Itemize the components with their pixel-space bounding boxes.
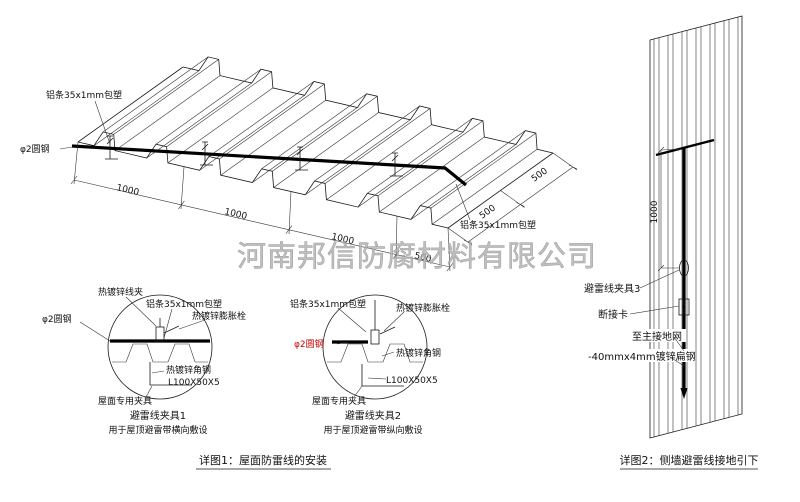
dim-wall-1000: 1000 [650, 200, 660, 223]
detail1-clamp [149, 318, 192, 386]
wall-label-clamp3: 避雷线夹具3 [584, 282, 640, 295]
detail2-circle [322, 294, 428, 400]
wall-disconnect-card [678, 298, 690, 316]
dim-1000-b: 1000 [223, 207, 248, 222]
wall-outline [649, 15, 743, 439]
wall-corrugation-lines [653, 17, 739, 437]
detail1-label-expansion-bolt: 热镀锌膨胀栓 [192, 310, 246, 322]
detail-circle-1: 热镀锌线夹 铝条35x1mm包塑 热镀锌膨胀栓 φ2圆钢 热镀锌角钢 L100X… [42, 286, 246, 436]
wall-panel-view: 1000 避雷线夹具3 断接卡 至主接地网 -40mmx4mm镀锌扁钢 [584, 15, 743, 439]
wall-wire-clamp [679, 259, 689, 277]
label-mask-2 [586, 349, 694, 362]
detail2-label-roof-clamp: 屋面专用夹具 [312, 395, 366, 407]
detail1-label-al-strip: 铝条35x1mm包塑 [146, 298, 222, 310]
detail2-label-angle-spec: L100X50X5 [386, 376, 438, 386]
dim-1000-a: 1000 [115, 183, 140, 198]
detail2-leaders [336, 307, 405, 398]
ground-arrow [680, 388, 688, 399]
dim-1000-c: 1000 [330, 232, 355, 247]
wire-clamps [105, 135, 403, 177]
detail2-label-angle-steel: 热镀锌角钢 [396, 347, 441, 359]
label-al-strip-right: 铝条35x1mm包塑 [460, 219, 536, 231]
detail1-label-clamp: 热镀锌线夹 [98, 286, 143, 298]
detail1-subtitle: 用于屋顶避雷带横向敷设 [108, 424, 207, 436]
detail2-title: 避雷线夹具2 [345, 409, 401, 422]
detail1-label-round-steel: φ2圆钢 [42, 313, 72, 325]
label-mask-1 [630, 329, 686, 342]
lightning-wire [71, 144, 468, 187]
dim-500-r1: 500 [478, 203, 498, 221]
caption-detail-2: 详图2：侧墙避雷线接地引下 [620, 453, 759, 467]
detail1-corrugation [112, 343, 208, 363]
label-al-strip-top: 铝条35x1mm包塑 [46, 89, 122, 101]
detail2-label-expansion-bolt: 热镀锌膨胀栓 [396, 302, 450, 314]
roof-back-profile [182, 56, 554, 154]
roof-side-edges [77, 66, 554, 229]
dim-500-r2: 500 [530, 166, 550, 184]
detail1-leaders [79, 296, 206, 398]
wall-label-flat-steel: -40mmx4mm镀锌扁钢 [588, 350, 696, 363]
detail2-subtitle: 用于屋顶避雷带纵向敷设 [323, 424, 422, 436]
dim-500-d: 500 [413, 251, 432, 265]
wall-label-to-ground: 至主接地网 [632, 330, 682, 343]
detail1-title: 避雷线夹具1 [130, 409, 186, 422]
detail2-label-al-strip: 铝条35x1mm包塑 [290, 298, 366, 310]
wall-lightning-belt [655, 138, 715, 157]
detail1-circle [107, 294, 213, 400]
dimension-bottom: 1000 1000 1000 500 [70, 141, 454, 272]
roof-isometric-view: 1000 1000 1000 500 500 500 铝条35x1mm包塑 φ2… [20, 56, 578, 272]
wall-leaders [629, 269, 685, 367]
detail1-label-angle-spec: L100X50X5 [168, 378, 220, 388]
detail2-corrugation [327, 343, 423, 363]
captions: 详图1：屋面防雷线的安装 详图2：侧墙避雷线接地引下 [196, 453, 759, 470]
detail1-label-roof-clamp: 屋面专用夹具 [98, 395, 152, 407]
caption-detail-1: 详图1：屋面防雷线的安装 [199, 453, 327, 467]
roof-front-profile [77, 131, 449, 229]
detail2-label-round-steel: φ2圆钢 [294, 338, 324, 350]
detail-circle-2: 铝条35x1mm包塑 热镀锌膨胀栓 φ2圆钢 热镀锌角钢 L100X50X5 屋… [290, 294, 450, 436]
label-round-steel: φ2圆钢 [20, 143, 50, 155]
detail1-label-angle-steel: 热镀锌角钢 [166, 364, 211, 376]
roof-labels: 铝条35x1mm包塑 φ2圆钢 铝条35x1mm包塑 [20, 89, 536, 231]
wall-label-disconnect: 断接卡 [598, 308, 628, 321]
dimension-wall: 1000 [650, 146, 683, 272]
